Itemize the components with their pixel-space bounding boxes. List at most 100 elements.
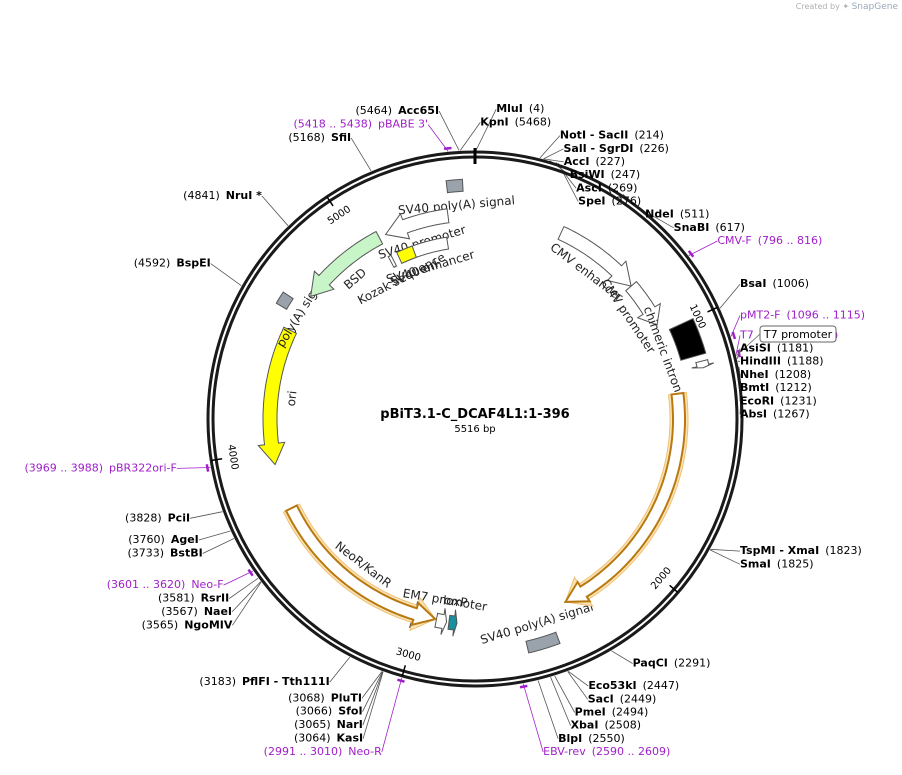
primer-neo-r-position: (2991 .. 3010) <box>264 745 343 758</box>
primer-neo-r-mark <box>397 678 405 683</box>
t7-promoter-leader <box>736 333 761 356</box>
enzyme-spei-leader <box>557 163 579 202</box>
enzyme-tspmi-xmai-position: TspMI - XmaI <box>740 544 819 557</box>
enzyme-pmei-position: PmeI <box>575 705 606 718</box>
tick-mark-4000 <box>211 458 223 462</box>
enzyme-xbai-leader <box>550 677 571 726</box>
enzyme-sali-sgrdi-name: (226) <box>639 142 669 155</box>
primer-cmv-f-position: CMV-F <box>717 234 751 247</box>
primer-ebv-rev-name: (2590 .. 2609) <box>592 745 671 758</box>
enzyme-bspei-label: (4592)BspEI <box>134 257 211 270</box>
bsd-feature-11 <box>310 230 384 298</box>
enzyme-pflfi-tth111i-label: (3183) PflFI - Tth111I <box>199 675 329 688</box>
unlabeled-feature-17 <box>284 504 438 627</box>
enzyme-nari-leader <box>362 671 384 726</box>
enzyme-asisi-label: AsiSI(1181) <box>740 342 813 355</box>
cmv-promoter-feature-2 <box>625 280 661 326</box>
enzyme-pcii-leader <box>190 511 223 519</box>
enzyme-paqci-label: PaqCI(2291) <box>633 656 711 669</box>
enzyme-absi-name: (1267) <box>773 407 810 420</box>
primer-pbr322ori-f-label: (3969 .. 3988)pBR322ori-F <box>24 461 176 474</box>
enzyme-hindiii-label: HindIII(1188) <box>740 355 824 368</box>
enzyme-pluti-leader <box>361 671 383 699</box>
enzyme-acc65i-leader <box>438 110 460 151</box>
enzyme-bsiwi-name: (247) <box>611 168 641 181</box>
enzyme-spei-position: SpeI <box>578 194 605 207</box>
enzyme-spei-label: SpeI (276) <box>578 194 641 207</box>
enzyme-blpi-leader <box>537 680 559 739</box>
enzyme-mlui-name: (4) <box>529 102 545 115</box>
enzyme-bstbi-leader <box>202 538 235 554</box>
enzyme-pflfi-tth111i-position: (3183) <box>199 675 236 688</box>
enzyme-smai-leader <box>709 549 741 565</box>
primer-pmt2-f-position: pMT2-F <box>740 309 781 322</box>
enzyme-asci-label: AscI(269) <box>576 181 637 194</box>
enzyme-noti-sacii-label: NotI - SacII(214) <box>560 129 664 142</box>
primer-t7-position: T7 <box>739 328 754 341</box>
enzyme-sfii-label: (5168)SfiI <box>288 131 351 144</box>
enzyme-nrui-position: (4841) <box>183 189 220 202</box>
primer-ebv-rev-mark <box>519 684 528 689</box>
enzyme-mlui-position: MluI <box>496 102 523 115</box>
plasmid-name: pBiT3.1-C_DCAF4L1:1-396 <box>380 407 569 422</box>
enzyme-xbai-label: XbaI(2508) <box>571 719 641 732</box>
enzyme-pmei-name: (2494) <box>612 705 649 718</box>
credit-prefix: Created by <box>795 2 840 11</box>
enzyme-asisi-name: (1181) <box>777 342 814 355</box>
enzyme-nrui-label: (4841)NruI * <box>183 189 262 202</box>
enzyme-paqci-name: (2291) <box>674 656 711 669</box>
enzyme-asci-name: (269) <box>608 181 638 194</box>
snapgene-logo-icon: ✦ <box>842 2 850 11</box>
enzyme-agei-label: (3760)AgeI <box>128 533 199 546</box>
enzyme-paqci-leader <box>611 650 633 664</box>
enzyme-acc65i-name: Acc65I <box>398 104 439 117</box>
enzyme-ecori-name: (1231) <box>780 394 817 407</box>
enzyme-absi-label: AbsI(1267) <box>740 407 810 420</box>
enzyme-bstbi-name: BstBI <box>170 546 203 559</box>
enzyme-pflfi-tth111i-leader <box>329 656 351 683</box>
enzyme-pcii-name: PciI <box>168 511 190 524</box>
enzyme-tspmi-xmai-name: (1823) <box>825 544 862 557</box>
cmv-enhancer-feature-1 <box>557 225 632 287</box>
credit-brand: SnapGene <box>851 2 898 12</box>
enzyme-eco53ki-leader <box>568 670 589 687</box>
enzyme-pcii-position: (3828) <box>125 511 162 524</box>
primer-neo-r-name: Neo-R <box>348 745 382 758</box>
enzyme-eco53ki-position: Eco53kI <box>588 679 636 692</box>
enzyme-snabi-label: SnaBI(617) <box>674 221 745 234</box>
enzyme-noti-sacii-leader <box>539 135 561 159</box>
enzyme-pmei-label: PmeI (2494) <box>575 705 649 718</box>
enzyme-rsrii-leader <box>228 577 259 599</box>
enzyme-ngomiv-name: NgoMIV <box>184 618 233 631</box>
enzyme-pflfi-tth111i-name: PflFI - Tth111I <box>242 675 330 688</box>
primer-pbr322ori-f-leader <box>176 467 211 469</box>
enzyme-kasi-position: (3064) <box>294 732 331 745</box>
primer-cmv-f-mark <box>687 250 695 258</box>
sv40-poly-a-signal-feature-0 <box>445 178 464 194</box>
enzyme-bspei-name: BspEI <box>176 257 210 270</box>
enzyme-pluti-label: (3068)PluTI <box>288 691 362 704</box>
enzyme-bsai-leader <box>719 283 741 309</box>
enzyme-spei-name: (276) <box>612 194 642 207</box>
enzyme-ndei-position: NdeI <box>645 208 674 221</box>
enzyme-xbai-name: (2508) <box>604 719 641 732</box>
enzyme-kasi-name: KasI <box>337 732 364 745</box>
enzyme-smai-position: SmaI <box>740 557 771 570</box>
enzyme-hindiii-leader <box>737 360 741 363</box>
plasmid-size: 5516 bp <box>454 424 495 435</box>
enzyme-bspei-leader <box>210 263 242 287</box>
enzyme-sali-sgrdi-position: SalI - SgrDI <box>563 142 633 155</box>
primer-pbr322ori-f-name: pBR322ori-F <box>109 461 177 474</box>
unlabeled-feature-4 <box>691 359 715 369</box>
sv40-promoter-feature-12 <box>384 208 450 240</box>
primer-neo-r-leader <box>381 677 403 753</box>
enzyme-hindiii-position: HindIII <box>740 355 781 368</box>
kozak-sequence-feature-15 <box>387 254 398 268</box>
enzyme-naei-position: (3567) <box>161 605 198 618</box>
enzyme-ndei-label: NdeI (511) <box>645 208 709 221</box>
chimeric-intron-feature-3 <box>668 317 707 361</box>
tick-mark-5000 <box>326 196 334 207</box>
enzyme-ndei-name: (511) <box>680 208 710 221</box>
enzyme-blpi-label: BlpI(2550) <box>558 732 625 745</box>
enzyme-nhei-position: NheI <box>740 368 769 381</box>
